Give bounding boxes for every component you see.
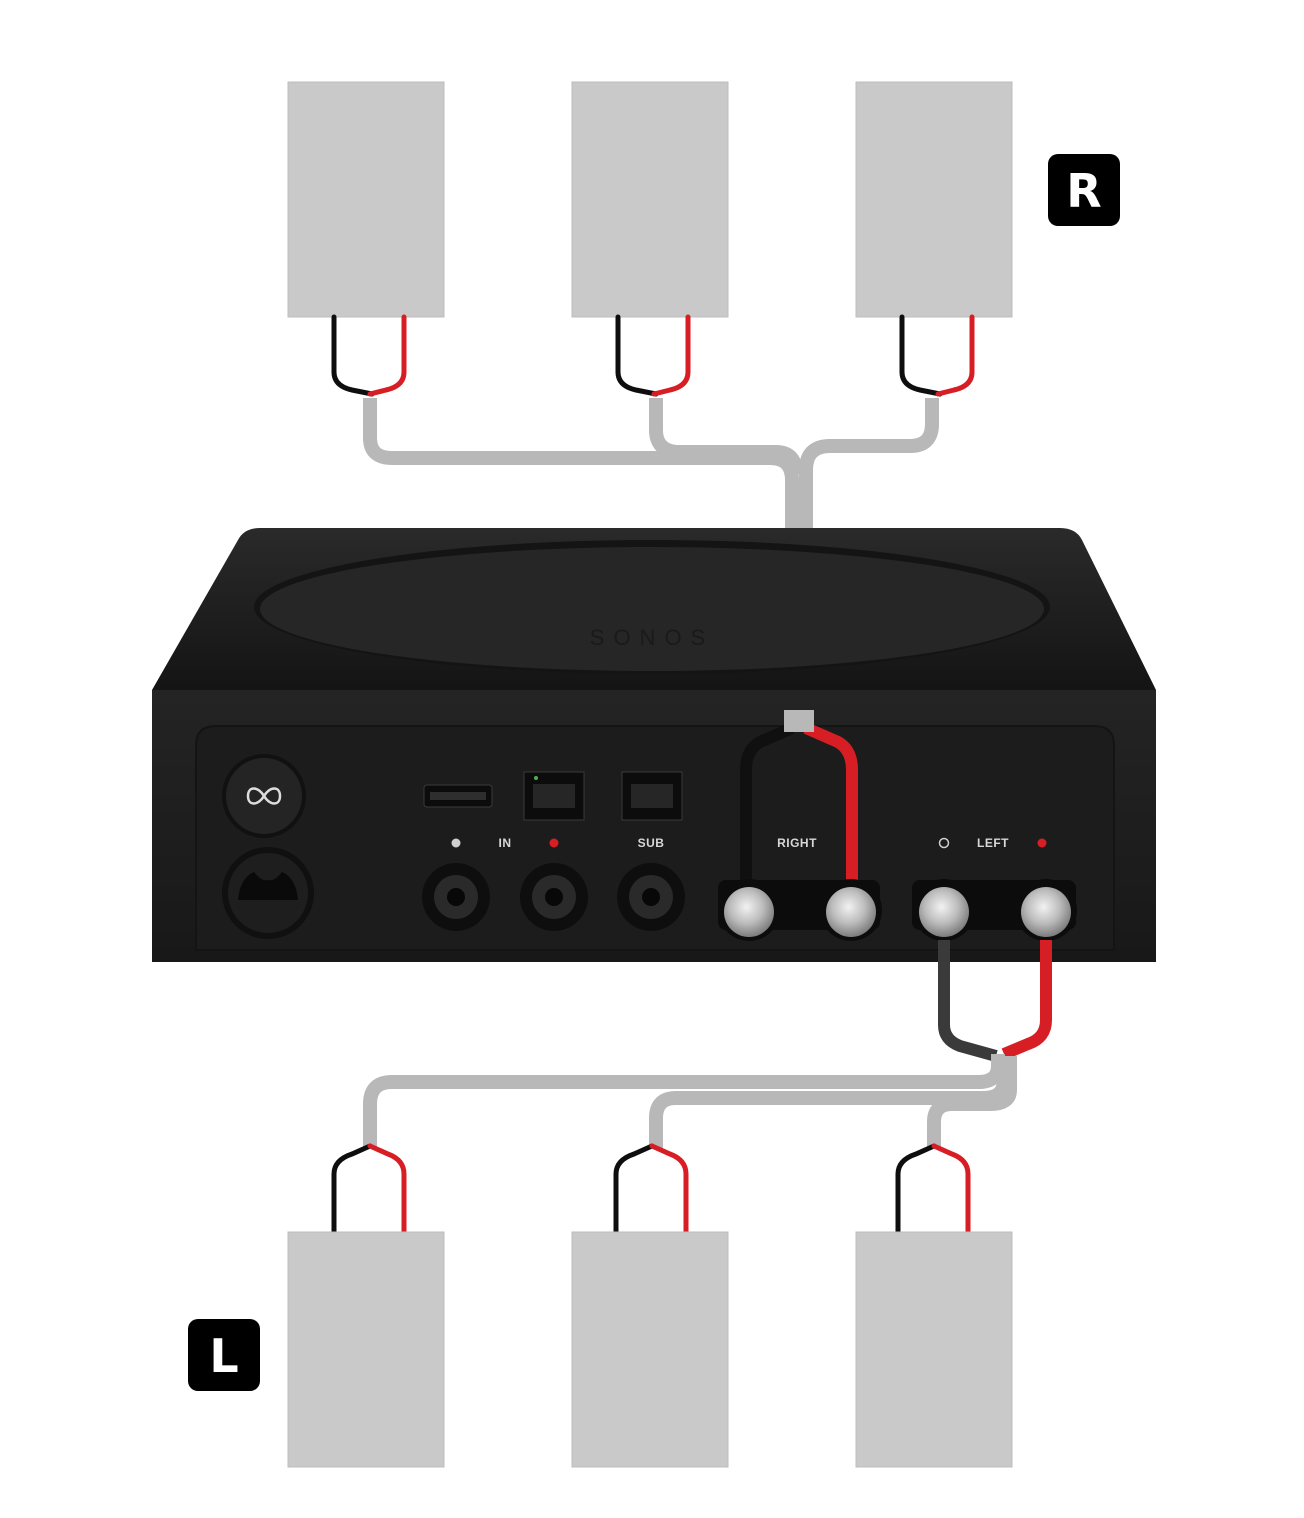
left-positive-dot <box>1037 838 1047 848</box>
speaker-bottom-3 <box>855 1231 1013 1468</box>
infinity-icon <box>246 787 282 805</box>
speaker-bottom-2 <box>571 1231 729 1468</box>
ethernet-icon <box>533 784 575 808</box>
label-in: IN <box>499 836 512 850</box>
label-sub: SUB <box>638 836 665 850</box>
rca-in-left <box>422 863 490 931</box>
ethernet-port-2 <box>621 771 683 821</box>
hdmi-icon <box>430 792 486 800</box>
hdmi-port <box>423 784 493 808</box>
rca-in-right <box>520 863 588 931</box>
left-negative-dot <box>938 837 950 849</box>
badge-left: L <box>188 1319 260 1391</box>
binding-posts-right <box>718 879 882 941</box>
left-channel-wires <box>938 940 1052 1062</box>
bottom-gray-cable <box>363 1054 1017 1148</box>
label-right: RIGHT <box>777 836 817 850</box>
ethernet-port-1 <box>523 771 585 821</box>
badge-right-label: R <box>1066 164 1101 218</box>
power-socket <box>222 847 314 939</box>
badge-left-label: L <box>209 1329 238 1383</box>
power-icon <box>238 872 298 900</box>
in-right-dot <box>549 838 559 848</box>
speaker-bottom-1 <box>287 1231 445 1468</box>
badge-right: R <box>1048 154 1120 226</box>
right-channel-wires <box>740 722 858 905</box>
label-left: LEFT <box>977 836 1009 850</box>
in-left-dot <box>451 838 461 848</box>
speaker-top-2 <box>571 81 729 318</box>
rca-sub <box>617 863 685 931</box>
speaker-top-3 <box>855 81 1013 318</box>
top-speaker-leads <box>331 314 975 397</box>
infinity-button[interactable] <box>222 754 306 838</box>
top-gray-cable <box>363 398 939 720</box>
brand-logo: SONOS <box>590 625 714 650</box>
speaker-top-1 <box>287 81 445 318</box>
binding-posts-left <box>912 879 1077 941</box>
bottom-speaker-leads <box>331 1143 971 1235</box>
